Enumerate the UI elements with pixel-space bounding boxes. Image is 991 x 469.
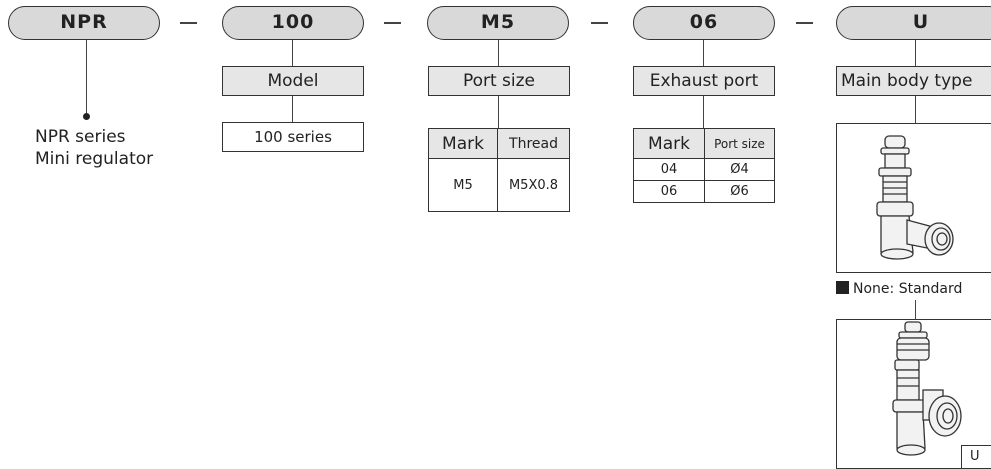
table-row: M5 M5X0.8 <box>428 158 570 212</box>
regulator-standard-icon <box>876 135 954 260</box>
connector-line <box>915 300 917 319</box>
code-pill-body-type: U <box>836 6 991 40</box>
separator-dash <box>591 22 608 24</box>
separator-dash <box>180 22 197 24</box>
code-pill-series: NPR <box>8 6 160 40</box>
connector-line <box>86 40 88 118</box>
model-value: 100 series <box>222 122 364 152</box>
separator-dash <box>796 22 813 24</box>
filled-square-icon <box>836 281 849 294</box>
port-size-header: Port size <box>428 66 570 96</box>
u-option-label: U <box>961 445 991 468</box>
standard-body-illustration <box>836 123 991 273</box>
port-size-table: Mark Thread M5 M5X0.8 <box>428 128 570 212</box>
connector-line <box>703 96 705 128</box>
u-body-illustration: U <box>836 319 991 469</box>
column-header-mark: Mark <box>428 128 498 159</box>
table-header-row: Mark Thread <box>428 128 570 159</box>
standard-option-label: None: Standard <box>836 278 962 300</box>
code-pill-port-size: M5 <box>427 6 569 40</box>
connector-line <box>498 96 500 128</box>
port-size-cell: Ø4 <box>704 158 775 181</box>
connector-line <box>498 40 500 66</box>
connector-line <box>703 40 705 66</box>
connector-line <box>915 96 917 123</box>
table-header-row: Mark Port size <box>633 128 775 159</box>
regulator-u-type-icon <box>892 321 962 456</box>
separator-dash <box>384 22 401 24</box>
column-header-thread: Thread <box>497 128 570 159</box>
connector-line <box>915 40 917 66</box>
exhaust-port-table: Mark Port size 04 Ø4 06 Ø6 <box>633 128 775 203</box>
body-type-header: Main body type <box>836 66 991 96</box>
column-header-port-size: Port size <box>704 128 775 159</box>
series-description: Mini regulator <box>35 149 154 169</box>
connector-line <box>292 40 294 66</box>
mark-cell: M5 <box>428 158 498 212</box>
series-name: NPR series <box>35 127 126 147</box>
standard-option-text: None: Standard <box>853 281 963 297</box>
column-header-mark: Mark <box>633 128 705 159</box>
model-header: Model <box>222 66 364 96</box>
connector-dot <box>83 113 90 120</box>
code-pill-model: 100 <box>222 6 364 40</box>
exhaust-port-header: Exhaust port <box>633 66 775 96</box>
mark-cell: 04 <box>633 158 705 181</box>
table-row: 04 Ø4 <box>633 158 775 181</box>
port-size-cell: Ø6 <box>704 180 775 203</box>
connector-line <box>292 96 294 122</box>
thread-cell: M5X0.8 <box>497 158 570 212</box>
mark-cell: 06 <box>633 180 705 203</box>
code-pill-exhaust-port: 06 <box>633 6 775 40</box>
table-row: 06 Ø6 <box>633 180 775 203</box>
